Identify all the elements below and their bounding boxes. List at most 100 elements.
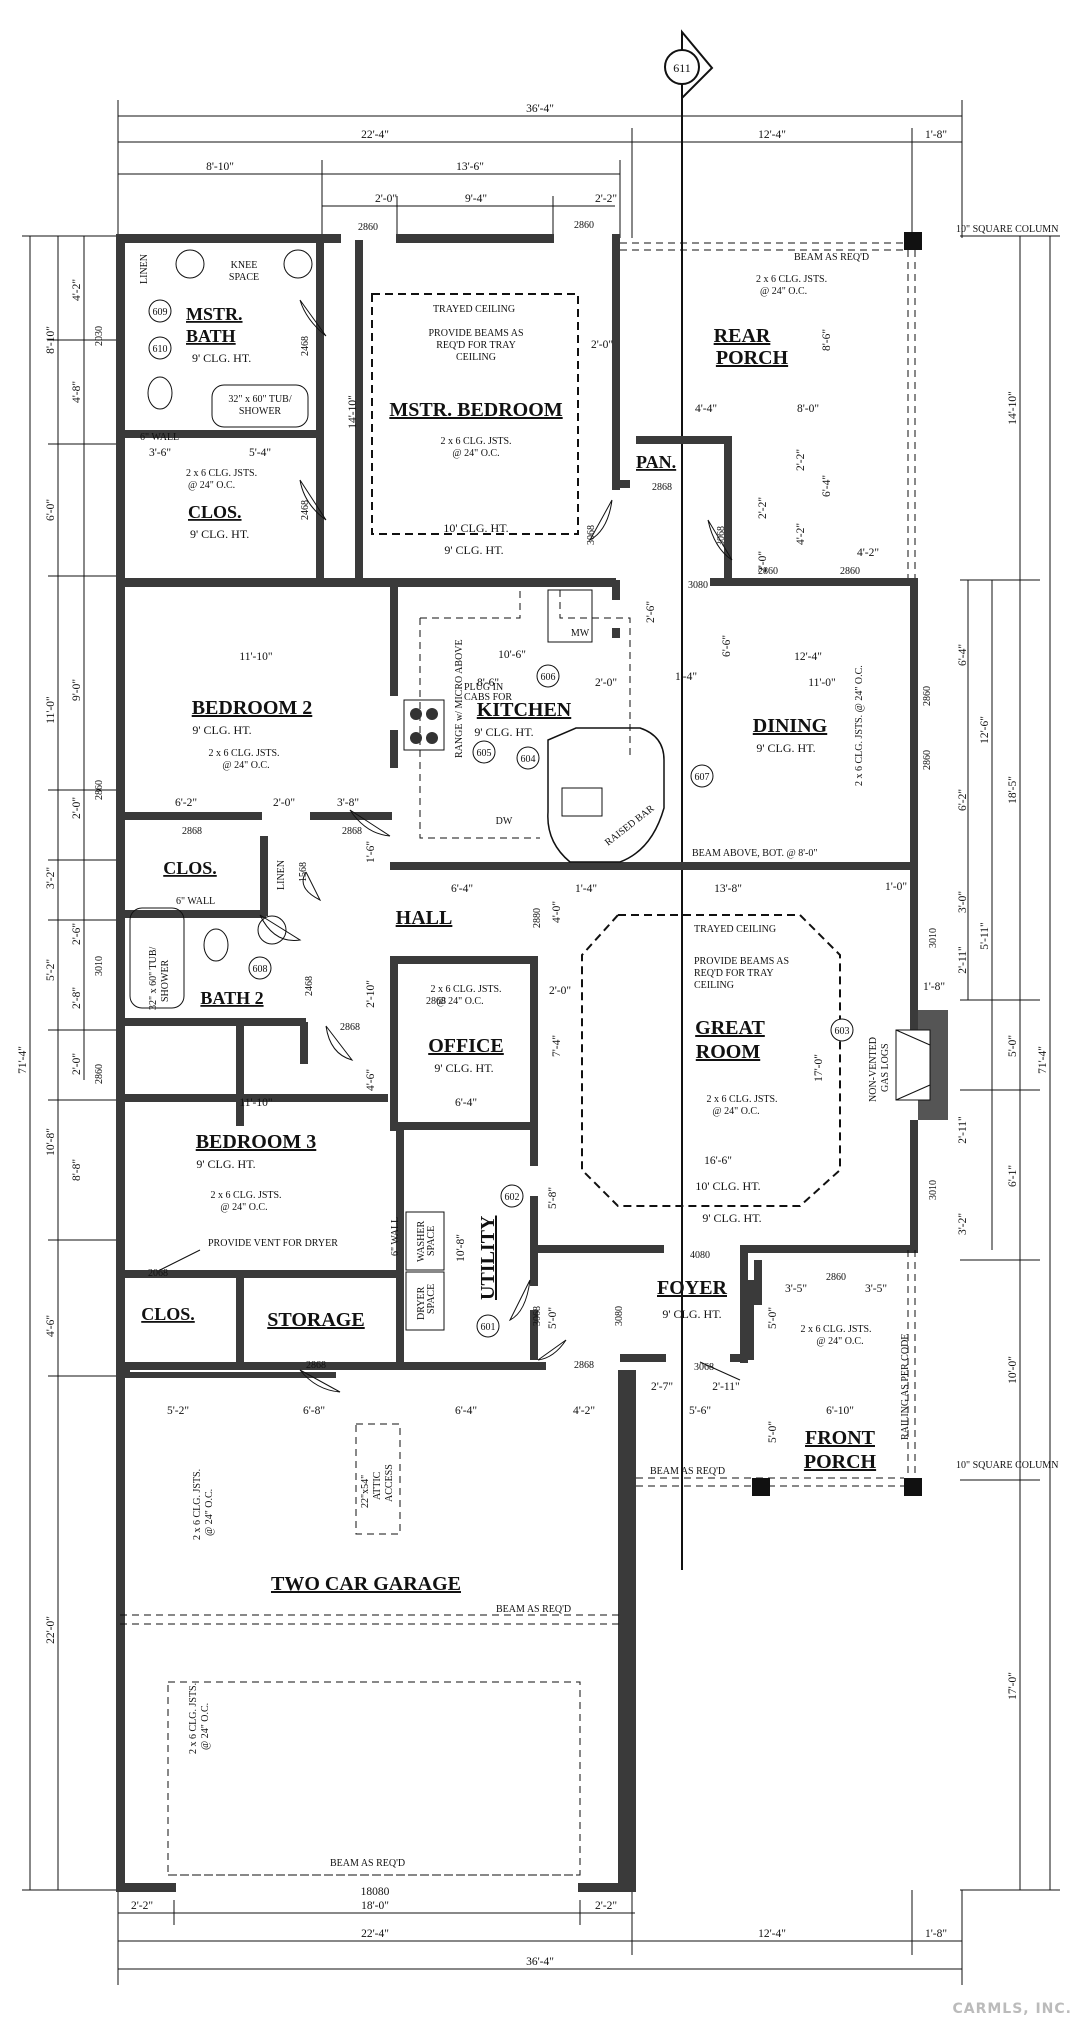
bedroom3-joists: @ 24" O.C. xyxy=(220,1202,267,1213)
door-tag: 2068 xyxy=(148,1268,168,1279)
mstr-bedroom-joists: 2 x 6 CLG. JSTS. xyxy=(440,436,511,447)
wall-note: 6" WALL xyxy=(140,432,179,443)
door-tag: 2868 xyxy=(182,826,202,837)
dim: 2'-0" xyxy=(549,985,571,997)
rear-porch-title: REAR xyxy=(714,325,771,347)
dim-top: 22'-4" xyxy=(361,129,389,141)
dim: 11'-10" xyxy=(239,1097,272,1109)
washer-dryer xyxy=(405,1211,445,1331)
dim-left: 11'-0" xyxy=(45,696,57,723)
door-tag: 3010 xyxy=(928,928,939,948)
dim: 2'-0" xyxy=(595,677,617,689)
rear-porch-title: PORCH xyxy=(716,347,789,369)
railing-note: RAILING AS PER CODE xyxy=(900,1334,911,1440)
door-tag: 3080 xyxy=(614,1306,625,1326)
dim-left-inner: 2'-6" xyxy=(71,923,83,945)
door-tag: 2868 xyxy=(340,1022,360,1033)
great-room-title: GREAT xyxy=(695,1017,765,1039)
foyer-title: FOYER xyxy=(657,1277,728,1299)
dim-right: 10'-0" xyxy=(1007,1356,1019,1384)
dim-left-inner: 4'-2" xyxy=(71,279,83,301)
dim: 7'-4" xyxy=(551,1035,563,1057)
door-tag: 3080 xyxy=(688,580,708,591)
mstr-bedroom-joists: @ 24" O.C. xyxy=(452,448,499,459)
dim: 5'-8" xyxy=(547,1187,559,1209)
dim: 6'-10" xyxy=(826,1405,854,1417)
fixture-tag: 605 xyxy=(477,748,492,759)
office-joists: 2 x 6 CLG. JSTS. xyxy=(430,984,501,995)
dim: 3'-8" xyxy=(337,797,359,809)
door-tag: 2860 xyxy=(358,222,378,233)
dim: 2'-0" xyxy=(273,797,295,809)
dim-right-inner: 2'-11" xyxy=(957,946,969,973)
column-note: 10" SQUARE COLUMN xyxy=(956,1460,1058,1471)
door-tag: 1568 xyxy=(298,862,309,882)
kitchen-ceiling: 9' CLG. HT. xyxy=(474,725,533,739)
dim-left: 3'-2" xyxy=(45,867,57,889)
bedroom3-ceiling: 9' CLG. HT. xyxy=(196,1157,255,1171)
dim: 13'-8" xyxy=(714,883,742,895)
square-column-top xyxy=(904,232,922,250)
dim: 8'-6" xyxy=(821,329,833,351)
refrigerator xyxy=(547,589,593,643)
dim: 2'-2" xyxy=(795,449,807,471)
door-tag: 2468 xyxy=(300,336,311,356)
great-room-ceiling: 10' CLG. HT. xyxy=(695,1179,760,1193)
dim: 3'-6" xyxy=(149,447,171,459)
dim-right-inner: 3'-0" xyxy=(957,891,969,913)
tray-note: PROVIDE BEAMS AS xyxy=(694,956,789,967)
dim-right: 14'-10" xyxy=(1007,391,1019,425)
linen-label: LINEN xyxy=(139,254,150,284)
dishwasher-label: DW xyxy=(496,816,513,827)
attic-access-label: ATTIC xyxy=(372,1471,383,1500)
mstr-bedroom-ceiling: 10' CLG. HT. xyxy=(443,521,508,535)
bed3-clos-title: CLOS. xyxy=(141,1304,195,1324)
mstr-bedroom-title: MSTR. BEDROOM xyxy=(389,399,562,421)
bed2-clos-title: CLOS. xyxy=(163,858,217,878)
dim-top: 2'-2" xyxy=(595,193,617,205)
dim: 6'-6" xyxy=(721,635,733,657)
door-tag: 2868 xyxy=(652,482,672,493)
garage-beam: BEAM AS REQ'D xyxy=(330,1858,405,1869)
dim: 6'-4" xyxy=(455,1405,477,1417)
dim: 5'-0" xyxy=(767,1307,779,1329)
dim-right: 5'-0" xyxy=(1007,1035,1019,1057)
dim-top: 9'-4" xyxy=(465,193,487,205)
door-tag: 2868 xyxy=(574,1360,594,1371)
great-room-joists: @ 24" O.C. xyxy=(712,1106,759,1117)
dim: 1'-8" xyxy=(923,981,945,993)
dim-right: 17'-0" xyxy=(1007,1672,1019,1700)
dim-top: 13'-6" xyxy=(456,161,484,173)
dim: 17'-0" xyxy=(813,1054,825,1082)
dim-left: 4'-6" xyxy=(45,1315,57,1337)
storage-title: STORAGE xyxy=(267,1309,364,1331)
garage-joists: @ 24" O.C. xyxy=(200,1703,211,1750)
door-tag: 3068 xyxy=(532,1306,543,1326)
square-column-bottom xyxy=(904,1478,922,1496)
garage-title: TWO CAR GARAGE xyxy=(271,1573,461,1595)
square-column-front xyxy=(752,1478,770,1496)
mstr-bedroom-ceiling: 9' CLG. HT. xyxy=(444,543,503,557)
door-tag: 3068 xyxy=(586,525,597,545)
bedroom2-joists: 2 x 6 CLG. JSTS. xyxy=(208,748,279,759)
dim: 11'-10" xyxy=(239,651,272,663)
door-tag: 2860 xyxy=(922,750,933,770)
section-marker: 611 xyxy=(664,29,714,1570)
dim-left-overall: 71'-4" xyxy=(17,1046,29,1074)
dim: 4'-6" xyxy=(365,1069,377,1091)
dim: 4'-2" xyxy=(857,547,879,559)
garage-door-outline xyxy=(167,1681,581,1876)
dim: 6'-4" xyxy=(821,475,833,497)
dim: 2'-2" xyxy=(757,497,769,519)
dim: 8'-6" xyxy=(477,677,499,689)
tub-label: SHOWER xyxy=(239,406,282,417)
wall-note: 6" WALL xyxy=(390,1217,401,1256)
dim: 6'-8" xyxy=(303,1405,325,1417)
tub-label: 32" x 60" TUB/ xyxy=(148,947,159,1010)
door-tag: 2468 xyxy=(304,976,315,996)
bedroom3-title: BEDROOM 3 xyxy=(196,1131,317,1153)
dim-right: 18'-5" xyxy=(1007,776,1019,804)
dim: 1'-6" xyxy=(365,841,377,863)
garage-beam: BEAM AS REQ'D xyxy=(496,1604,571,1615)
dim: 2'-0" xyxy=(591,339,613,351)
